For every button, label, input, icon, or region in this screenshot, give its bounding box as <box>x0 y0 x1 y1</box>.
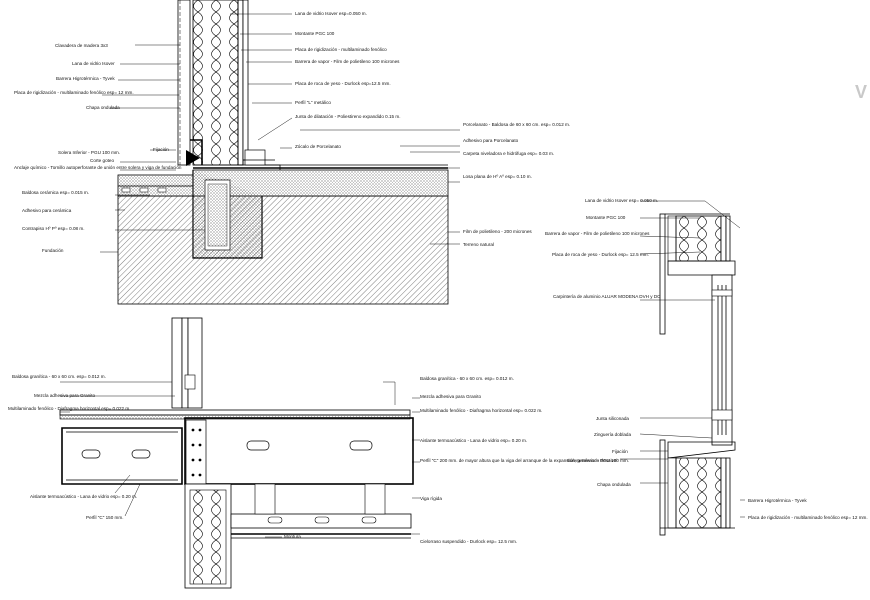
label-fijacion-window: Fijación <box>612 449 628 454</box>
label-isover-window: Lana de vidrio Isover esp= 0.050 m. <box>585 198 658 203</box>
label-zocalo: Zócalo de Porcelanato <box>295 144 341 149</box>
label-chapa-window: Chapa ondulada <box>597 482 631 487</box>
foundation-section <box>100 0 460 305</box>
label-barrera-vapor: Barrera de vapor - Film de polietileno 1… <box>295 59 400 64</box>
label-montura: Montura <box>284 534 301 539</box>
label-rigidizacion-left: Placa de rigidización - multilaminado fe… <box>14 90 134 95</box>
label-contrapiso: Contrapiso Hº Pº esp= 0.08 m. <box>22 226 84 231</box>
label-losa: Losa plana de Hº Aº esp= 0.10 m. <box>463 174 532 179</box>
label-barrera-vapor-window: Barrera de vapor - Film de polietileno 1… <box>545 231 650 236</box>
label-terreno: Terreno natural <box>463 242 494 247</box>
label-rigidizacion-window: Placa de rigidización - multilaminado fe… <box>748 515 868 520</box>
terrain-hatch <box>117 195 449 305</box>
label-multilaminado-right: Multilaminado fenólico - Diafragma horiz… <box>420 408 542 413</box>
label-anclaje: Anclaje químico - Tornillo autoperforant… <box>14 165 182 170</box>
window-section <box>620 200 745 536</box>
label-baldosa-granitica-right: Baldosa granítica - 60 x 60 cm. esp= 0.0… <box>420 376 514 381</box>
label-durlock-window: Placa de roca de yeso - Durlock esp= 12.… <box>552 252 649 257</box>
label-perfil-l: Perfil "L" metálico <box>295 100 331 105</box>
label-baldosa-granitica-left: Baldosa granítica - 60 x 60 cm. esp= 0.0… <box>12 374 106 379</box>
label-fijacion: Fijación <box>153 147 169 152</box>
label-montante-window: Montante PGC 100 <box>586 215 626 220</box>
label-solera-window: Solera Inferior - PGU 100 mm. <box>567 458 629 463</box>
label-tyvek: Barrera Higrotérmica - Tyvek <box>56 76 115 81</box>
label-isover: Lana de vidrio Isover esp=0.050 m. <box>295 11 367 16</box>
label-solera: Solera Inferior - PGU 100 mm. <box>58 150 120 155</box>
wall-insulation <box>192 0 239 166</box>
label-perfil-c150: Perfil "C" 150 mm. <box>86 515 123 520</box>
label-baldosa-ceramica: Baldosa cerámica esp= 0.015 m. <box>22 190 89 195</box>
label-viga-rigida: Viga rígida <box>420 496 442 501</box>
label-mezcla-left: Mezcla adhesiva para Granito <box>34 393 95 398</box>
label-rigidizacion: Placa de rigidización - multilaminado fe… <box>295 47 387 52</box>
label-cielorraso: Cielorraso suspendido - Durlock esp= 12.… <box>420 539 517 544</box>
label-film-200: Film de polietileno - 200 micrones <box>463 229 532 234</box>
label-mezcla-right: Mezcla adhesiva para Granito <box>420 394 481 399</box>
label-aislante-left: Aislante termoacústico - Lana de vidrio … <box>30 494 137 499</box>
label-carpinteria: Carpintería de aluminio ALUAR MODENA DVH… <box>553 294 661 299</box>
label-montante: Montante PGC 100 <box>295 31 335 36</box>
label-tyvek-window: Barrera Higrotérmica - Tyvek <box>748 498 807 503</box>
label-perfil-c200: Perfil "C" 200 mm. de mayor altura que l… <box>420 458 617 463</box>
label-zingueria: Zinguería doblada <box>594 432 631 437</box>
interior-subfloor <box>117 174 194 197</box>
label-multilaminado-left: Multilaminado fenólico - Diafragma horiz… <box>8 406 130 411</box>
label-clavadera: Clavadera de madera 3x3 <box>55 43 108 48</box>
label-durlock: Placa de roca de yeso - Durlock esp=12.5… <box>295 81 391 86</box>
label-junta-siliconada: Junta siliconada <box>596 416 629 421</box>
exterior-sheathing <box>177 0 191 166</box>
watermark: V <box>855 82 867 102</box>
label-carpeta: Carpeta niveladora e hidrófuga esp= 0.03… <box>463 151 554 156</box>
label-isover-left: Lana de vidrio Isover <box>72 61 115 66</box>
label-adhesivo-porcelanato: Adhesivo para Porcelanato <box>463 138 519 143</box>
beam-section <box>59 317 420 589</box>
label-porcelanato: Porcelanato - Baldosa de 60 x 60 cm. esp… <box>463 122 570 127</box>
label-junta-dilatacion: Junta de dilatación - Poliestireno expan… <box>295 114 400 119</box>
label-corte-goteo: Corte goteo <box>90 158 114 163</box>
label-adhesivo-ceramica: Adhesivo para cerámica <box>22 208 72 213</box>
label-chapa: Chapa ondulada <box>86 105 120 110</box>
label-fundacion: Fundación <box>42 248 64 253</box>
label-aislante-right: Aislante termoacústico - Lana de vidrio … <box>420 438 527 443</box>
